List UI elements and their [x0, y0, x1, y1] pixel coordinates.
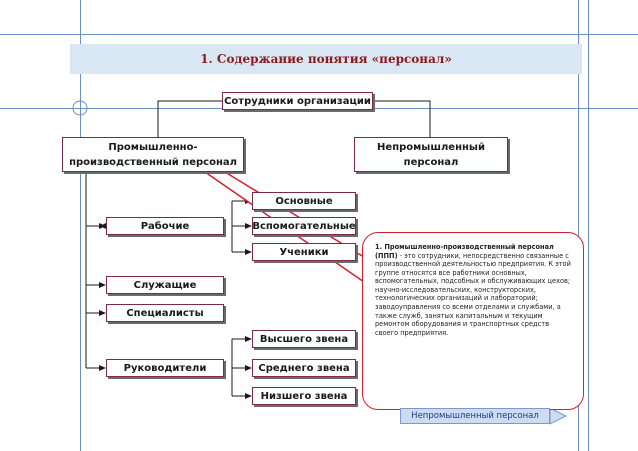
root-node: Сотрудники организации — [222, 92, 373, 110]
specialists-node: Специалисты — [106, 304, 224, 322]
middle-managers-node: Среднего звена — [252, 359, 356, 377]
nonindustrial-personnel-node: Непромышленный персонал — [354, 137, 508, 172]
employees-node: Служащие — [106, 276, 224, 294]
nonindustrial-label-line2: персонал — [403, 156, 459, 168]
top-managers-node: Высшего звена — [252, 330, 356, 348]
guide-line-left — [80, 0, 81, 451]
guide-line-far-right — [588, 0, 589, 451]
student-workers-node: Ученики — [252, 243, 356, 261]
industrial-personnel-node: Промышленно- производственный персонал — [62, 137, 244, 172]
auxiliary-workers-node: Вспомогательные — [252, 217, 356, 235]
workers-node: Рабочие — [106, 217, 224, 235]
nonindustrial-link-button[interactable]: Непромышленный персонал — [400, 408, 550, 424]
guide-line-right — [578, 0, 579, 451]
definition-callout: 1. Промышленно-производственный персонал… — [362, 232, 584, 410]
industrial-label-line2: производственный персонал — [69, 156, 237, 168]
nonindustrial-label-line1: Непромышленный — [377, 141, 485, 153]
page-title: 1. Содержание понятия «персонал» — [70, 44, 582, 74]
callout-text: - это сотрудники, непосредственно связан… — [375, 251, 571, 337]
callout-heading: 1. Промышленно-производственный персонал… — [375, 243, 554, 260]
industrial-label-line1: Промышленно- — [108, 141, 198, 153]
managers-node: Руководители — [106, 359, 224, 377]
low-managers-node: Низшего звена — [252, 387, 356, 405]
main-workers-node: Основные — [252, 192, 356, 210]
guide-line-top — [0, 34, 638, 35]
